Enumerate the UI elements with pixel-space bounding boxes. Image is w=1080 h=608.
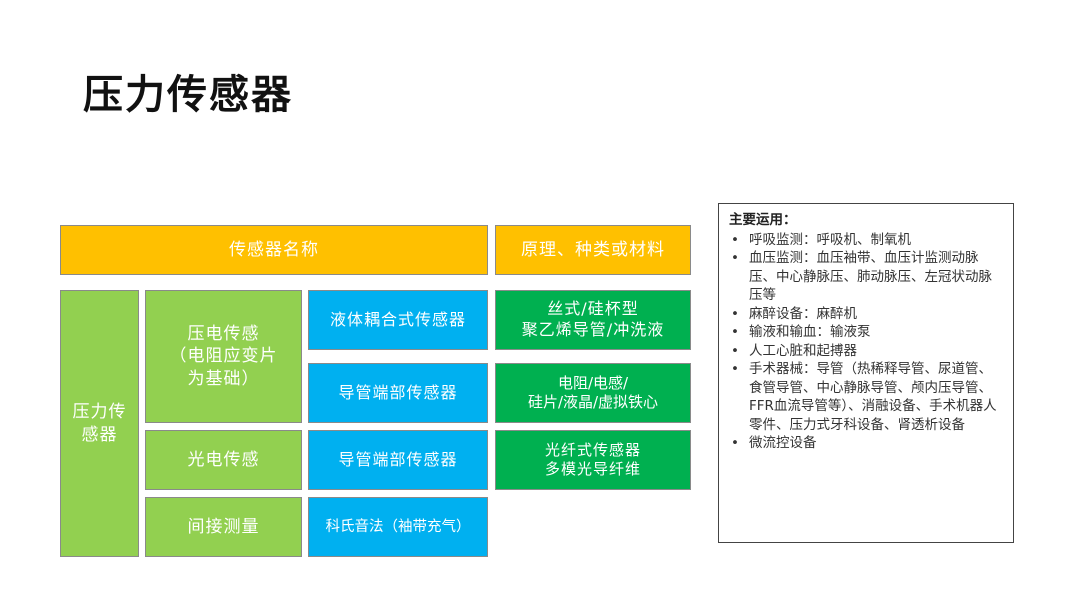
application-item: 输液和输血：输液泵 (729, 323, 1005, 342)
type-indirect: 间接测量 (145, 497, 302, 557)
applications-heading: 主要运用： (729, 212, 797, 228)
sensor-korotkoff-label: 科氏音法（袖带充气） (325, 518, 471, 535)
sensor-catheter-tip-1-label: 导管端部传感器 (338, 382, 458, 402)
sensor-korotkoff: 科氏音法（袖带充气） (308, 497, 488, 557)
applications-box: 主要运用： 呼吸监测：呼吸机、制氧机 血压监测：血压袖带、血压计监测动脉压、中心… (718, 203, 1014, 543)
type-photoelectric-label: 光电传感 (187, 449, 260, 470)
material-3: 光纤式传感器 多模光导纤维 (495, 430, 691, 490)
material-2-line-1: 电阻/电感/ (557, 373, 629, 392)
material-1: 丝式/硅杯型 聚乙烯导管/冲洗液 (495, 290, 691, 350)
material-3-line-1: 光纤式传感器 (544, 440, 641, 459)
type-piezo-line-2: （电阻应变片 (169, 346, 278, 367)
application-item: 手术器械：导管（热稀释导管、尿道管、食管导管、中心静脉导管、颅内压导管、FFR血… (729, 360, 1005, 434)
material-2-line-2: 硅片/液晶/虚拟铁心 (527, 393, 659, 411)
type-photoelectric: 光电传感 (145, 430, 302, 490)
application-item: 微流控设备 (729, 434, 1005, 453)
category-label: 压力传 感器 (72, 402, 127, 445)
material-1-line-1: 丝式/硅杯型 (547, 299, 639, 319)
header-sensor-name: 传感器名称 (60, 225, 488, 275)
sensor-liquid-coupled: 液体耦合式传感器 (308, 290, 488, 350)
application-item: 人工心脏和起搏器 (729, 342, 1005, 361)
page-title: 压力传感器 (83, 72, 293, 118)
sensor-liquid-coupled-label: 液体耦合式传感器 (329, 309, 466, 329)
sensor-catheter-tip-1: 导管端部传感器 (308, 363, 488, 423)
application-item: 麻醉设备：麻醉机 (729, 305, 1005, 324)
type-piezo: 压电传感 （电阻应变片 为基础） (145, 290, 302, 423)
sensor-catheter-tip-2: 导管端部传感器 (308, 430, 488, 490)
material-2: 电阻/电感/ 硅片/液晶/虚拟铁心 (495, 363, 691, 423)
material-1-line-2: 聚乙烯导管/冲洗液 (521, 320, 665, 339)
type-piezo-line-1: 压电传感 (187, 324, 260, 345)
category-pressure-sensor: 压力传 感器 (60, 290, 139, 557)
application-item: 血压监测：血压袖带、血压计监测动脉压、中心静脉压、肺动脉压、左冠状动脉压等 (729, 249, 1005, 305)
type-piezo-line-3: 为基础） (187, 368, 260, 389)
material-3-line-2: 多模光导纤维 (544, 460, 641, 478)
header-sensor-name-label: 传感器名称 (229, 239, 319, 260)
applications-list: 呼吸监测：呼吸机、制氧机 血压监测：血压袖带、血压计监测动脉压、中心静脉压、肺动… (729, 231, 1005, 453)
sensor-catheter-tip-2-label: 导管端部传感器 (338, 449, 458, 469)
header-principle-label: 原理、种类或材料 (521, 239, 665, 260)
type-indirect-label: 间接测量 (187, 516, 260, 537)
header-principle: 原理、种类或材料 (495, 225, 691, 275)
application-item: 呼吸监测：呼吸机、制氧机 (729, 231, 1005, 250)
